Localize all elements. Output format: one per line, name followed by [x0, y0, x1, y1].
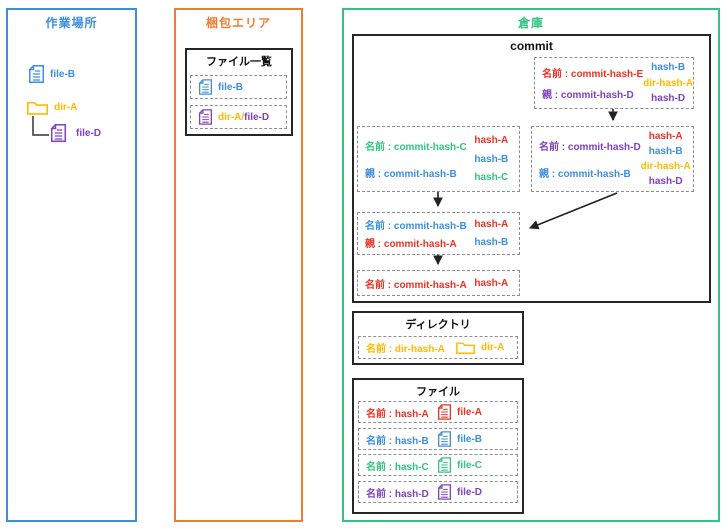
file-icon	[438, 457, 451, 473]
commit-name: 名前 : commit-hash-E	[542, 68, 644, 80]
file-list-title: ファイル一覧	[206, 56, 272, 68]
file-icon	[438, 484, 451, 500]
working-area-panel: 作業場所	[6, 8, 137, 522]
staged-file-path-file: file-D	[244, 111, 270, 123]
commit-node-A: 名前 : commit-hash-A hash-A	[357, 270, 520, 296]
commit-hash-ref: hash-D	[648, 176, 683, 187]
working-area-title: 作業場所	[45, 16, 98, 30]
staged-file-path: file-B	[218, 81, 243, 93]
commit-parent: 親 : commit-hash-D	[542, 90, 634, 102]
work-item-file-b: file-B	[29, 65, 75, 83]
commit-name: 名前 : commit-hash-C	[365, 142, 467, 154]
staged-file-path-dir: dir-A/	[218, 111, 245, 123]
file-row: 名前 : hash-D file-D	[358, 481, 518, 503]
file-hash-name: 名前 : hash-A	[366, 408, 429, 420]
directory-hash-name: 名前 : dir-hash-A	[366, 344, 445, 355]
commit-hash-ref: hash-D	[651, 92, 686, 104]
commit-hash-ref: hash-A	[474, 277, 509, 289]
directory-section-title: ディレクトリ	[405, 319, 471, 331]
staged-file-row: dir-A/file-D	[190, 105, 287, 129]
file-row: 名前 : hash-C file-C	[358, 454, 518, 476]
commit-name: 名前 : commit-hash-D	[539, 142, 641, 154]
file-icon	[438, 404, 451, 420]
commit-hash-ref: hash-B	[651, 62, 686, 74]
work-item-label: file-D	[76, 127, 101, 139]
staging-area-title: 梱包エリア	[205, 16, 271, 30]
file-label: file-C	[457, 459, 482, 471]
commit-node-D: 名前 : commit-hash-D 親 : commit-hash-B has…	[531, 126, 694, 192]
commit-hash-ref: hash-B	[474, 236, 509, 248]
work-item-label: file-B	[50, 68, 75, 80]
file-icon	[199, 79, 212, 95]
commit-node-E: 名前 : commit-hash-E 親 : commit-hash-D has…	[534, 57, 694, 109]
commit-node-C: 名前 : commit-hash-C 親 : commit-hash-B has…	[357, 126, 520, 192]
file-icon	[51, 124, 66, 142]
file-hash-name: 名前 : hash-D	[366, 488, 429, 500]
commit-section-title: commit	[510, 39, 553, 53]
commit-name: 名前 : commit-hash-A	[365, 279, 467, 291]
directory-row: 名前 : dir-hash-A dir-A	[358, 336, 518, 359]
commit-name: 名前 : commit-hash-B	[365, 220, 467, 232]
commit-parent: 親 : commit-hash-B	[365, 168, 457, 180]
work-item-file-d: file-D	[51, 124, 101, 142]
folder-icon	[27, 100, 48, 115]
file-hash-name: 名前 : hash-C	[366, 461, 429, 473]
file-label: file-D	[457, 486, 482, 498]
commit-hash-ref: dir-hash-A	[640, 161, 691, 172]
work-item-label: dir-A	[54, 102, 78, 113]
file-icon	[438, 431, 451, 447]
staged-file-row: file-B	[190, 75, 287, 99]
work-item-dir-a: dir-A	[27, 100, 77, 115]
commit-hash-ref: hash-C	[474, 172, 509, 184]
commit-hash-ref: hash-B	[474, 153, 509, 165]
commit-node-B: 名前 : commit-hash-B 親 : commit-hash-A has…	[357, 212, 520, 255]
folder-icon	[456, 341, 475, 354]
file-label: file-B	[457, 433, 482, 445]
directory-label: dir-A	[481, 342, 505, 353]
file-row: 名前 : hash-A file-A	[358, 401, 518, 423]
file-row: 名前 : hash-B file-B	[358, 428, 518, 450]
commit-hash-ref: hash-A	[474, 134, 509, 146]
file-hash-name: 名前 : hash-B	[366, 435, 429, 447]
commit-hash-ref: hash-A	[648, 131, 683, 142]
commit-hash-ref: hash-B	[648, 146, 683, 157]
commit-hash-ref: dir-hash-A	[643, 77, 694, 89]
repository-title: 倉庫	[517, 16, 544, 30]
commit-parent: 親 : commit-hash-B	[539, 168, 631, 180]
commit-parent: 親 : commit-hash-A	[365, 239, 457, 251]
file-label: file-A	[457, 406, 482, 418]
file-icon	[29, 65, 44, 83]
commit-hash-ref: hash-A	[474, 219, 509, 231]
file-section-title: ファイル	[416, 386, 460, 398]
file-icon	[199, 109, 212, 125]
